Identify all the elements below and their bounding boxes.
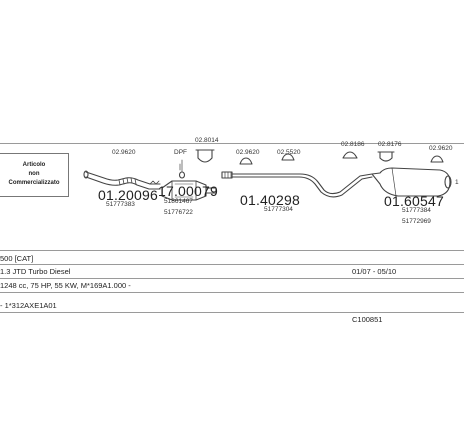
fitting-label: 02.9620 [112,149,136,156]
part-ref: 51776722 [164,209,193,216]
part-ref: 51777383 [106,201,135,208]
vehicle-engine: 1.3 JTD Turbo Diesel [0,267,71,276]
fitting-label: 02.8186 [341,141,365,148]
vehicle-years: 01/07 - 05/10 [352,267,397,276]
row-divider [0,264,464,265]
clamp-1-drawing [195,149,215,163]
fitting-label: 02.9620 [429,145,453,152]
dpf-drawing [161,159,217,201]
part-code: 17.00079 [158,183,218,199]
middle-pipe-drawing [221,171,373,198]
legend-box: Articolo non Commercializzato [0,153,69,197]
hanger-2-drawing [281,153,295,161]
part-code: 01.20096 [98,187,158,203]
legend-line-2: non [28,171,40,177]
row-divider [0,292,464,293]
fitting-label: 02.5520 [277,149,301,156]
front-pipe-drawing [83,170,161,190]
fitting-label: 02.9620 [236,149,260,156]
fitting-label: 02.8176 [378,141,402,148]
part-ref: 51861467 [164,198,193,205]
part-ref: 51772969 [402,218,431,225]
legend-line-1: Articolo [22,162,46,168]
top-divider [0,143,464,144]
vehicle-code: C100851 [352,315,383,324]
part-code: 01.60547 [384,193,444,209]
part-ref: 51777304 [264,206,293,213]
row-divider [0,312,464,313]
dpf-label: DPF [174,149,187,156]
row-divider [0,278,464,279]
clamp-2-drawing [377,151,395,162]
legend-line-3: Commercializzato [8,180,60,186]
part-code: 01.40298 [240,192,300,208]
vehicle-specs: 1248 cc, 75 HP, 55 KW, M*169A1.000 - [0,281,131,290]
hanger-4-drawing [430,155,444,163]
hanger-1-drawing [239,157,253,165]
row-divider [0,250,464,251]
rear-silencer-drawing [371,167,452,197]
outlet-number: 1 [455,179,459,186]
hanger-3-drawing [342,151,358,159]
vehicle-model: 500 [CAT] [0,254,34,263]
part-ref: 51777384 [402,207,431,214]
fitting-label: 02.8014 [195,137,219,144]
vehicle-chassis: - 1*312AXE1A01 [0,301,57,310]
